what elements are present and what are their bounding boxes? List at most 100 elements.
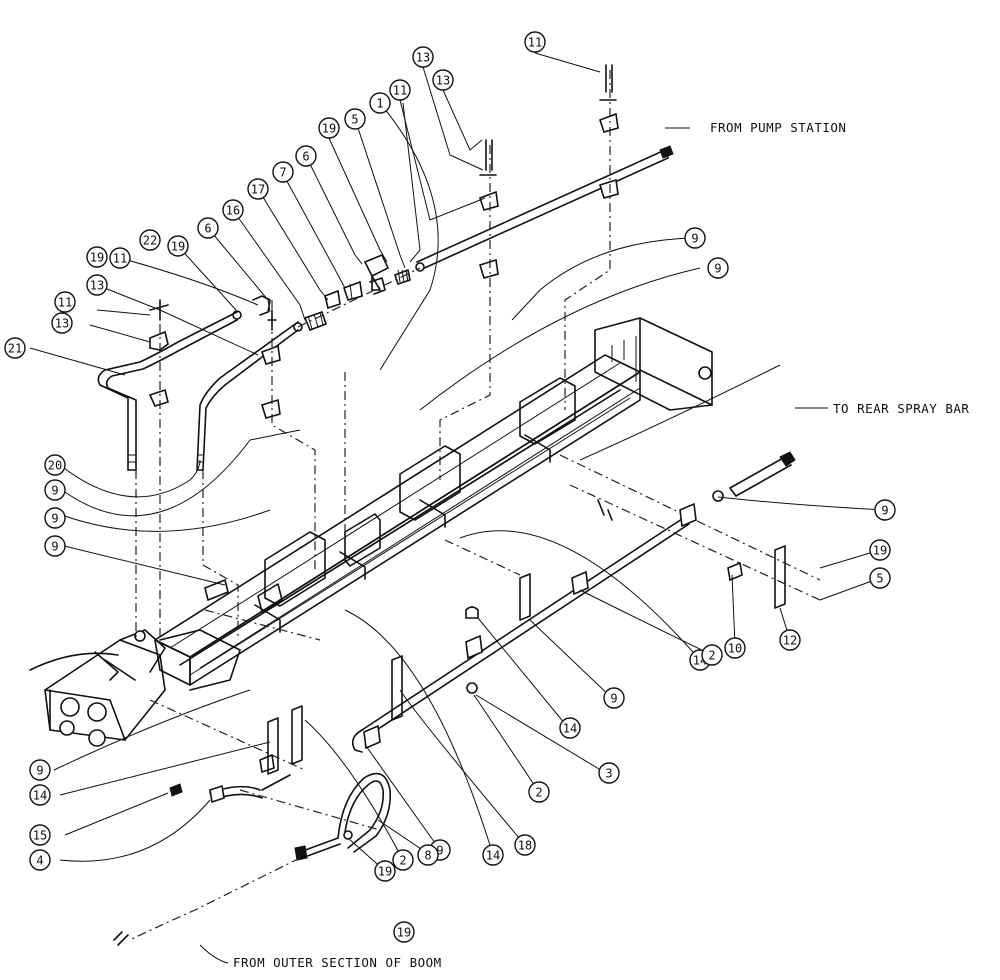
item-balloon-9: 9 [44,479,66,501]
item-number: 9 [881,504,888,518]
item-balloon-11: 11 [524,31,546,53]
item-balloon-19: 19 [869,539,891,561]
item-balloon-22: 22 [139,229,161,251]
item-number: 17 [251,183,265,197]
item-balloon-20: 20 [44,454,66,476]
item-number: 2 [708,649,715,663]
clamps [148,64,619,602]
lower-hoses [113,705,392,946]
item-number: 13 [55,317,69,331]
item-number: 14 [486,849,500,863]
item-balloon-6: 6 [295,145,317,167]
item-number: 13 [416,51,430,65]
item-number: 4 [36,854,43,868]
item-balloon-19: 19 [393,921,415,943]
item-number: 13 [90,279,104,293]
item-balloon-19: 19 [318,117,340,139]
item-number: 11 [113,252,127,266]
item-balloon-13: 13 [432,69,454,91]
supply-fittings [232,253,425,332]
item-balloon-13: 13 [412,46,434,68]
item-number: 11 [393,84,407,98]
item-number: 9 [36,764,43,778]
item-balloon-9: 9 [44,535,66,557]
item-number: 19 [378,865,392,879]
item-number: 2 [535,786,542,800]
item-balloons: 1113131115196717166191122191311132120999… [4,31,896,943]
item-balloon-13: 13 [51,312,73,334]
rear-spray-bar-pipe [597,451,796,582]
item-number: 3 [605,767,612,781]
item-balloon-8: 8 [417,844,439,866]
item-balloon-9: 9 [603,687,625,709]
item-number: 9 [51,540,58,554]
item-balloon-9: 9 [684,227,706,249]
item-number: 6 [302,150,309,164]
item-balloon-15: 15 [29,824,51,846]
item-balloon-14: 14 [29,784,51,806]
item-number: 15 [33,829,47,843]
assembly-lines [135,70,821,831]
boom-frame [29,317,713,747]
item-number: 10 [728,642,742,656]
item-number: 19 [171,240,185,254]
item-balloon-18: 18 [514,834,536,856]
item-balloon-12: 12 [779,629,801,651]
item-number: 19 [397,926,411,940]
item-number: 19 [873,544,887,558]
item-number: 5 [876,572,883,586]
item-number: 5 [351,113,358,127]
item-balloon-11: 11 [54,291,76,313]
item-balloon-5: 5 [869,567,891,589]
item-number: 8 [424,849,431,863]
item-balloon-9: 9 [29,759,51,781]
item-number: 19 [90,251,104,265]
item-balloon-17: 17 [247,178,269,200]
item-balloon-11: 11 [109,247,131,269]
item-balloon-2: 2 [528,781,550,803]
item-balloon-9: 9 [874,499,896,521]
pump-supply-line [416,145,674,271]
item-balloon-2: 2 [392,849,414,871]
item-balloon-9: 9 [44,507,66,529]
item-number: 6 [204,222,211,236]
callout-from-pump-station: FROM PUMP STATION [710,120,846,135]
item-balloon-11: 11 [389,79,411,101]
item-number: 9 [436,844,443,858]
item-number: 14 [563,722,577,736]
item-balloon-13: 13 [86,274,108,296]
item-balloon-9: 9 [707,257,729,279]
item-number: 13 [436,74,450,88]
item-number: 9 [51,512,58,526]
item-balloon-14: 14 [482,844,504,866]
callout-from-outer-section: FROM OUTER SECTION OF BOOM [233,955,442,970]
item-number: 20 [48,459,62,473]
item-number: 12 [783,634,797,648]
item-number: 11 [58,296,72,310]
item-number: 11 [528,36,542,50]
item-balloon-1: 1 [369,92,391,114]
item-number: 9 [610,692,617,706]
item-balloon-3: 3 [598,762,620,784]
item-balloon-16: 16 [222,199,244,221]
spray-bar [351,502,786,753]
item-number: 18 [518,839,532,853]
item-balloon-21: 21 [4,337,26,359]
item-number: 19 [322,122,336,136]
item-balloon-10: 10 [724,637,746,659]
item-number: 21 [8,342,22,356]
item-number: 1 [376,97,383,111]
item-balloon-4: 4 [29,849,51,871]
item-balloon-5: 5 [344,108,366,130]
item-balloon-19: 19 [86,246,108,268]
item-number: 16 [226,204,240,218]
item-number: 9 [51,484,58,498]
item-balloon-2: 2 [701,644,723,666]
item-number: 22 [143,234,157,248]
callout-to-rear-spray-bar: TO REAR SPRAY BAR [833,401,969,416]
item-number: 9 [691,232,698,246]
item-number: 7 [279,166,286,180]
item-balloon-19: 19 [374,860,396,882]
item-number: 9 [714,262,721,276]
